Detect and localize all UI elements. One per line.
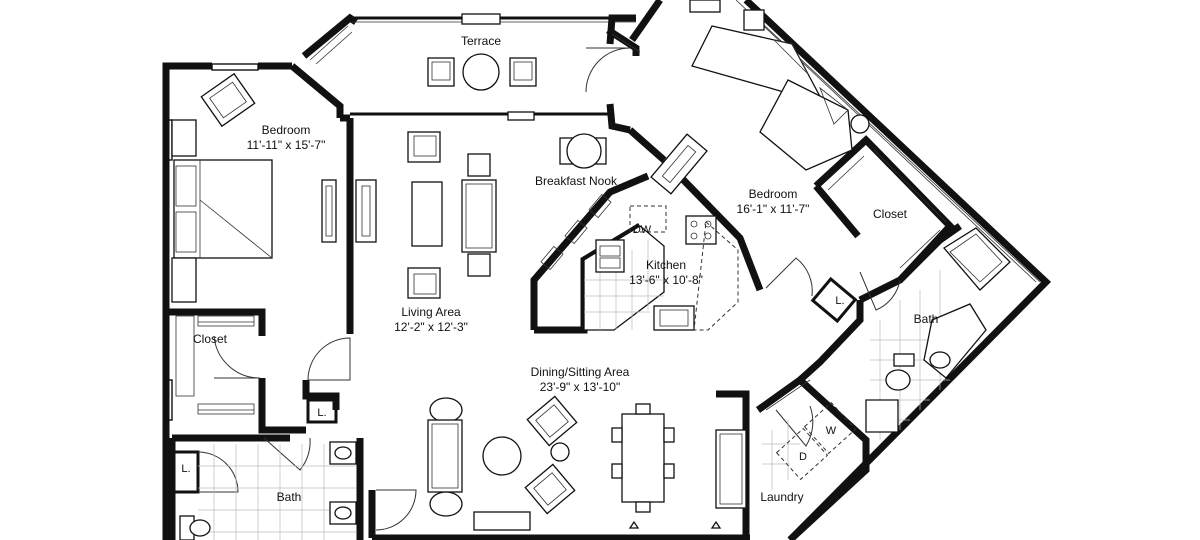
room-labels: Terrace Bedroom 11'-11" x 15'-7" Closet … xyxy=(181,34,938,504)
kitchen-dims: 13'-6" x 10'-8" xyxy=(629,273,703,287)
dishwasher-label: DW xyxy=(633,224,652,236)
breakfast-nook-label: Breakfast Nook xyxy=(535,174,618,188)
door-swings xyxy=(197,47,901,531)
bedroom-right-label: Bedroom xyxy=(749,187,798,201)
closet-right-label: Closet xyxy=(873,207,908,221)
laundry-fixtures: D W xyxy=(762,401,857,490)
dryer-label: D xyxy=(799,451,807,463)
bedroom-right-dims: 16'-1" x 11'-7" xyxy=(737,202,810,216)
closet-left-label: Closet xyxy=(193,332,228,346)
walls xyxy=(162,0,1052,540)
linen-closet-label-1: L. xyxy=(317,407,326,419)
linen-closet-label-3: L. xyxy=(835,295,844,307)
bath-left-tile-grid xyxy=(198,444,356,540)
living-dims: 12'-2" x 12'-3" xyxy=(394,320,468,334)
kitchen-tile-grid xyxy=(584,240,664,330)
terrace-furniture xyxy=(427,0,721,91)
washer-label: W xyxy=(826,425,837,437)
living-label: Living Area xyxy=(401,305,461,319)
left-closet-fixtures xyxy=(175,315,255,415)
right-bath-fixtures xyxy=(865,227,1011,440)
bath-left-label: Bath xyxy=(277,490,302,504)
right-closet-fixtures xyxy=(827,149,947,269)
laundry-label: Laundry xyxy=(760,490,803,504)
linen-closet-label-2: L. xyxy=(181,463,190,475)
kitchen-area: DW xyxy=(540,193,739,331)
right-bedroom-furniture xyxy=(691,9,870,171)
living-furniture xyxy=(407,131,497,299)
dining-label: Dining/Sitting Area xyxy=(531,365,630,379)
bedroom-left-label: Bedroom xyxy=(262,123,311,137)
bath-right-label: Bath xyxy=(914,312,939,326)
left-bath-fixtures xyxy=(179,441,357,540)
terrace-label: Terrace xyxy=(461,34,501,48)
bedroom-left-dims: 11'-11" x 15'-7" xyxy=(247,138,326,152)
dining-dims: 23'-9" x 13'-10" xyxy=(540,380,620,394)
dining-furniture xyxy=(427,395,747,531)
kitchen-label: Kitchen xyxy=(646,258,686,272)
left-bedroom-furniture xyxy=(171,72,377,303)
breakfast-nook-furniture xyxy=(559,133,708,195)
laundry-tile-grid xyxy=(762,420,800,490)
